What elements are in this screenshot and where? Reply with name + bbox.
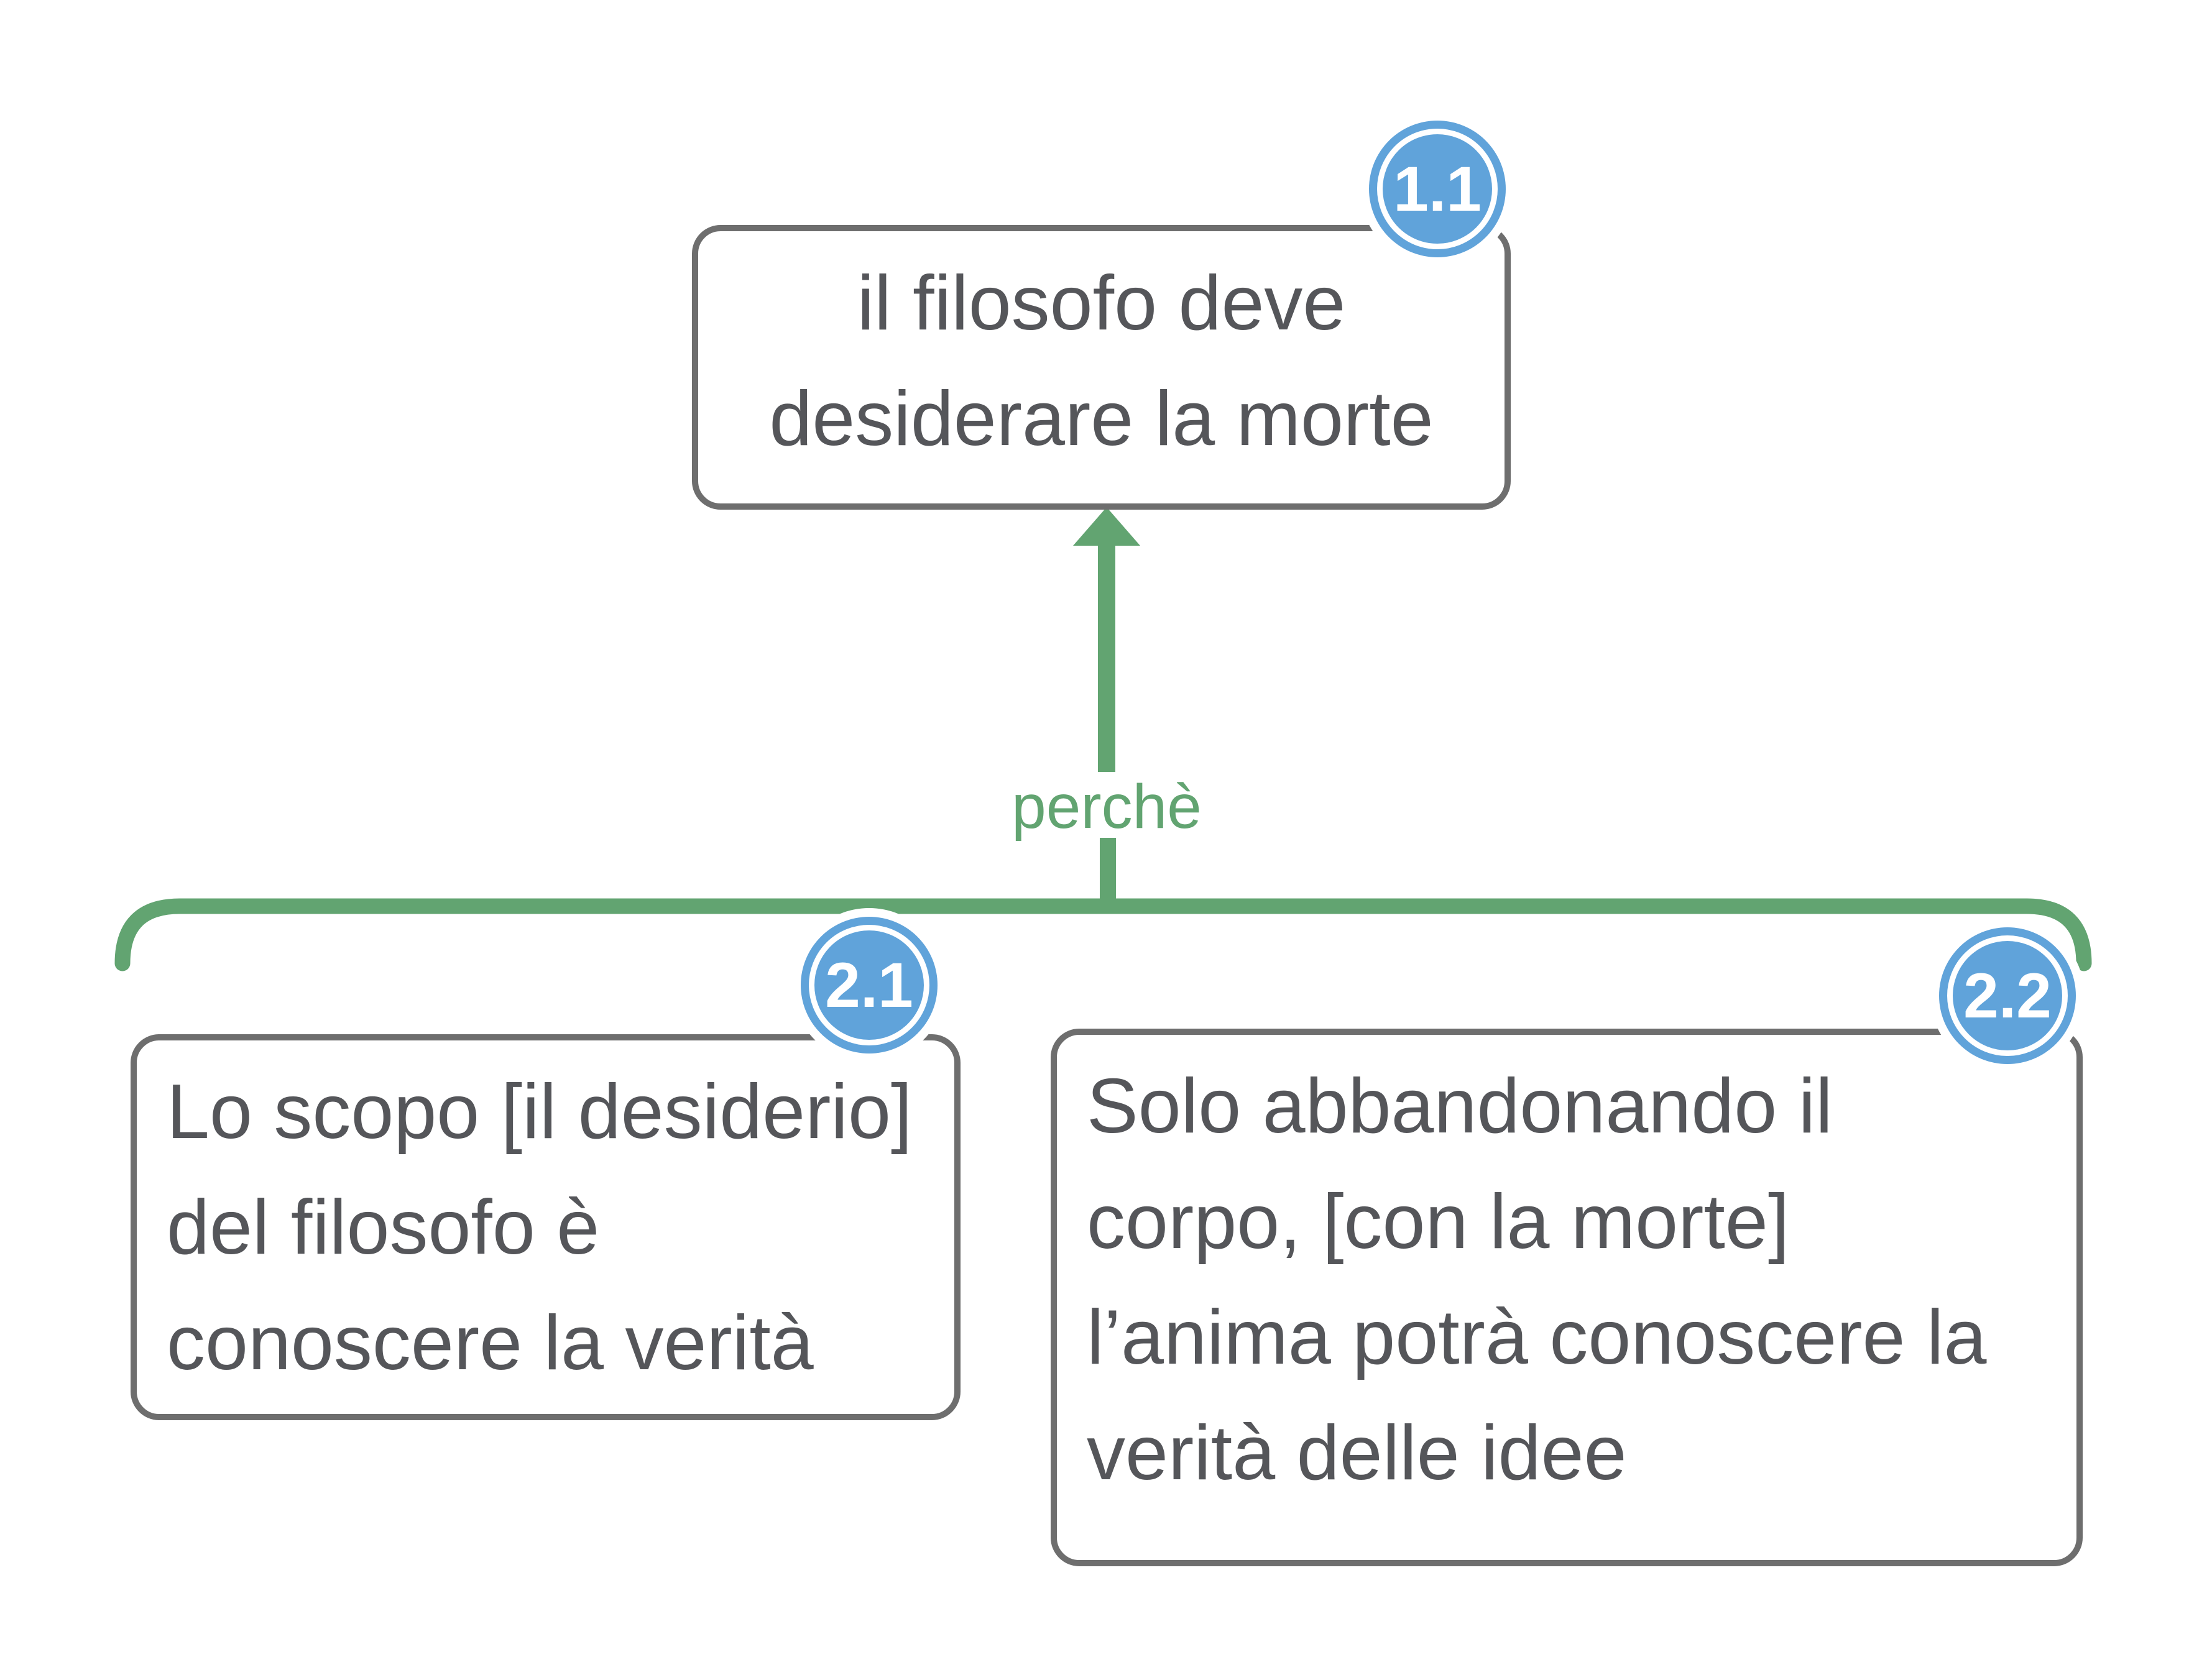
node-text-line: del filosofo è (167, 1185, 600, 1270)
node-premise-2-2[interactable]: Solo abbandonando il corpo, [con la mort… (1051, 1029, 2083, 1566)
node-conclusion-1-1[interactable]: il filosofo deve desiderare la morte (692, 225, 1511, 510)
node-premise-2-1[interactable]: Lo scopo [il desiderio] del filosofo è c… (131, 1034, 961, 1420)
bracket-line (114, 898, 2092, 971)
connector-label: perchè (1012, 772, 1202, 842)
node-text-line: Solo abbandonando il (1087, 1063, 1833, 1149)
node-text-line: l’anima potrà conoscere la (1087, 1295, 1987, 1380)
node-text-line: corpo, [con la morte] (1087, 1179, 1790, 1265)
node-text-line: conoscere la verità (167, 1300, 814, 1386)
node-number-badge: 1.1 (1369, 121, 1506, 257)
arrow-head-icon (1073, 507, 1140, 546)
node-number-badge: 2.1 (801, 917, 938, 1053)
node-number-badge: 2.2 (1939, 927, 2076, 1064)
node-text-line: Lo scopo [il desiderio] (167, 1069, 913, 1155)
node-text-line: il filosofo deve (857, 260, 1346, 346)
node-text-line: desiderare la morte (769, 376, 1434, 462)
node-text-line: verità delle idee (1087, 1410, 1627, 1496)
